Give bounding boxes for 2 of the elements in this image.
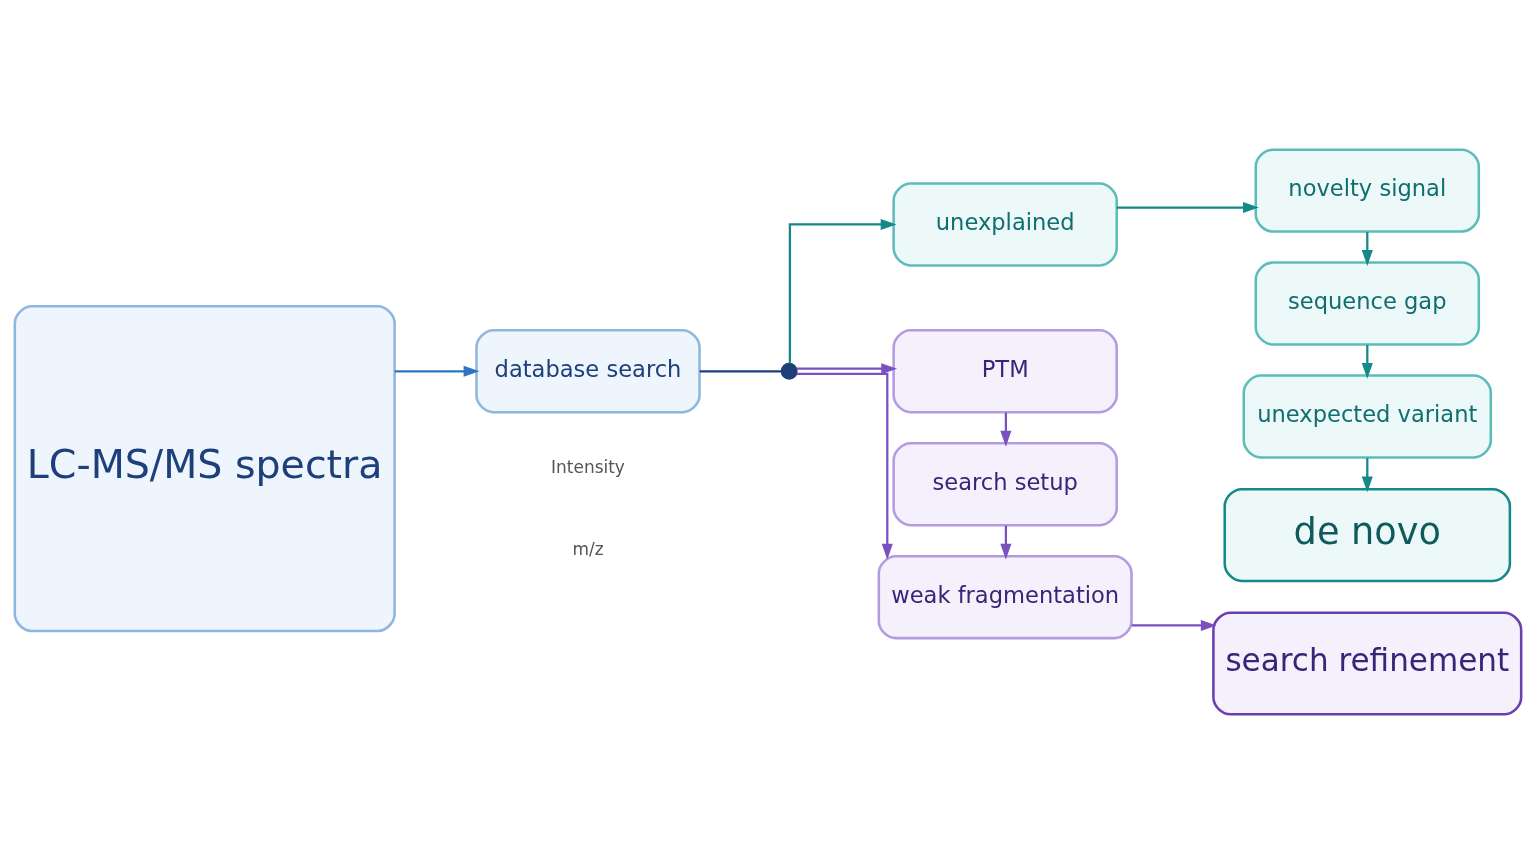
label: m/z <box>572 538 604 559</box>
label: Intensity <box>551 457 625 478</box>
